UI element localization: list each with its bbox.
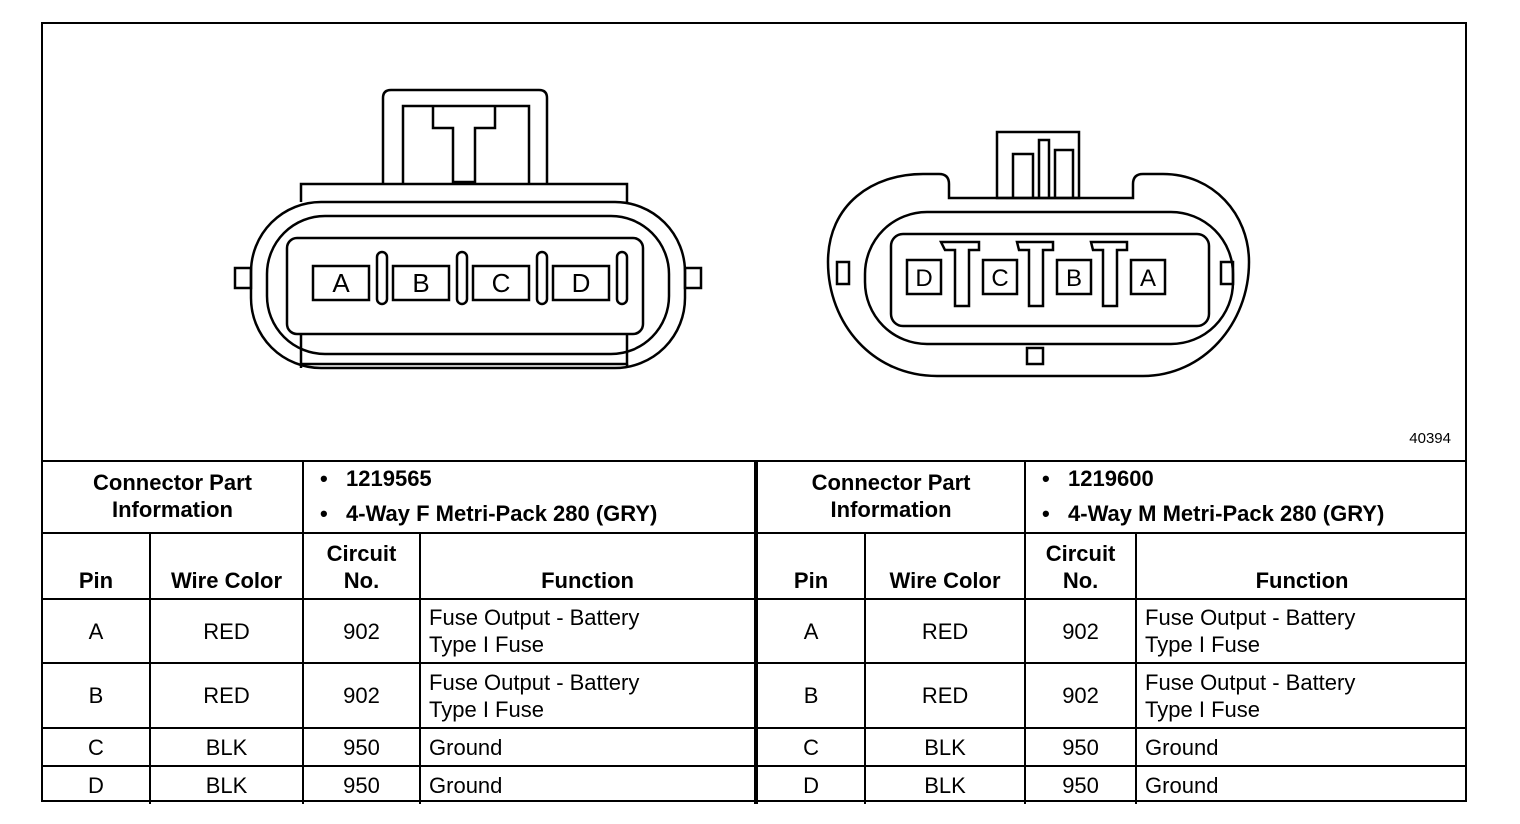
function-cell: Fuse Output - Battery Type I Fuse [419, 662, 757, 729]
function-line: Fuse Output - Battery [429, 669, 640, 695]
pin-cell: C [43, 727, 151, 767]
table-row: C BLK 950 Ground [43, 727, 757, 767]
pin-cell: C [756, 727, 867, 767]
connector-tables: Connector Part Information 1219565 4-Way… [43, 460, 1468, 804]
function-line: Fuse Output - Battery [429, 605, 640, 630]
pin-cell: B [756, 662, 867, 729]
function-cell: Ground [419, 727, 757, 767]
figure-number: 40394 [1409, 430, 1451, 447]
pin-cell: A [756, 598, 867, 664]
function-line: Type I Fuse [429, 696, 544, 722]
female-pin-label: A [332, 268, 350, 298]
wire-color-cell: RED [148, 662, 305, 729]
circuit-cell: 902 [1024, 662, 1138, 729]
connector-part-info: 1219565 4-Way F Metri-Pack 280 (GRY) [302, 460, 757, 534]
table-row: A RED 902 Fuse Output - Battery Type I F… [756, 598, 1468, 664]
wire-color-cell: BLK [148, 727, 305, 767]
connector-illustrations: A B C D [43, 24, 1465, 462]
male-pin-label: A [1140, 265, 1156, 292]
table-row: D BLK 950 Ground [43, 765, 757, 804]
col-header-wire-color: Wire Color [864, 532, 1027, 600]
function-cell: Fuse Output - Battery Type I Fuse [1135, 598, 1468, 664]
circuit-cell: 950 [1024, 727, 1138, 767]
part-description: 4-Way M Metri-Pack 280 (GRY) [1042, 500, 1459, 527]
part-number: 1219565 [320, 465, 746, 492]
col-header-wire-color: Wire Color [148, 532, 305, 600]
circuit-cell: 902 [1024, 598, 1138, 664]
function-line: Type I Fuse [1145, 632, 1260, 657]
col-header-function: Function [419, 532, 757, 600]
pin-cell: D [43, 765, 151, 804]
function-cell: Ground [1135, 727, 1468, 767]
circuit-cell: 950 [1024, 765, 1138, 804]
circuit-cell: 950 [302, 765, 422, 804]
circuit-cell: 950 [302, 727, 422, 767]
female-pin-label: C [492, 268, 511, 298]
function-line: Type I Fuse [429, 632, 544, 657]
wire-color-cell: BLK [148, 765, 305, 804]
col-header-pin: Pin [43, 532, 151, 600]
male-pin-label: D [915, 265, 932, 292]
male-pin-label: C [991, 265, 1008, 292]
function-cell: Ground [1135, 765, 1468, 804]
connector-table-male: Connector Part Information 1219600 4-Way… [756, 460, 1468, 804]
col-header-pin: Pin [756, 532, 867, 600]
female-pin-label: D [572, 268, 591, 298]
function-line: Fuse Output - Battery [1145, 605, 1356, 630]
pin-cell: A [43, 598, 151, 664]
function-cell: Ground [419, 765, 757, 804]
connector-part-label: Connector Part Information [43, 460, 305, 534]
wire-color-cell: BLK [864, 727, 1027, 767]
connector-diagram-frame: A B C D [41, 22, 1468, 804]
male-pin-label: B [1066, 265, 1082, 292]
circuit-cell: 902 [302, 598, 422, 664]
col-header-circuit: Circuit No. [302, 532, 422, 600]
function-line: Fuse Output - Battery [1145, 669, 1356, 695]
male-connector-drawing [826, 130, 1251, 378]
connector-part-label: Connector Part Information [756, 460, 1027, 534]
wire-color-cell: BLK [864, 765, 1027, 804]
table-row: B RED 902 Fuse Output - Battery Type I F… [756, 662, 1468, 729]
function-cell: Fuse Output - Battery Type I Fuse [419, 598, 757, 664]
part-number: 1219600 [1042, 465, 1459, 492]
wire-color-cell: RED [864, 662, 1027, 729]
female-pin-labels: A B C D [332, 268, 590, 298]
table-row: A RED 902 Fuse Output - Battery Type I F… [43, 598, 757, 664]
male-pin-labels: D C B A [915, 265, 1156, 292]
female-pin-label: B [412, 268, 429, 298]
function-line: Type I Fuse [1145, 696, 1260, 722]
pin-cell: D [756, 765, 867, 804]
table-row: C BLK 950 Ground [756, 727, 1468, 767]
circuit-cell: 902 [302, 662, 422, 729]
connector-part-info: 1219600 4-Way M Metri-Pack 280 (GRY) [1024, 460, 1468, 534]
female-connector-drawing [233, 88, 703, 370]
wire-color-cell: RED [148, 598, 305, 664]
col-header-function: Function [1135, 532, 1468, 600]
connector-table-female: Connector Part Information 1219565 4-Way… [43, 460, 757, 804]
wire-color-cell: RED [864, 598, 1027, 664]
connector-drawings: A B C D [233, 88, 1251, 378]
table-row: B RED 902 Fuse Output - Battery Type I F… [43, 662, 757, 729]
part-description: 4-Way F Metri-Pack 280 (GRY) [320, 500, 746, 527]
col-header-circuit: Circuit No. [1024, 532, 1138, 600]
pin-cell: B [43, 662, 151, 729]
function-cell: Fuse Output - Battery Type I Fuse [1135, 662, 1468, 729]
table-row: D BLK 950 Ground [756, 765, 1468, 804]
